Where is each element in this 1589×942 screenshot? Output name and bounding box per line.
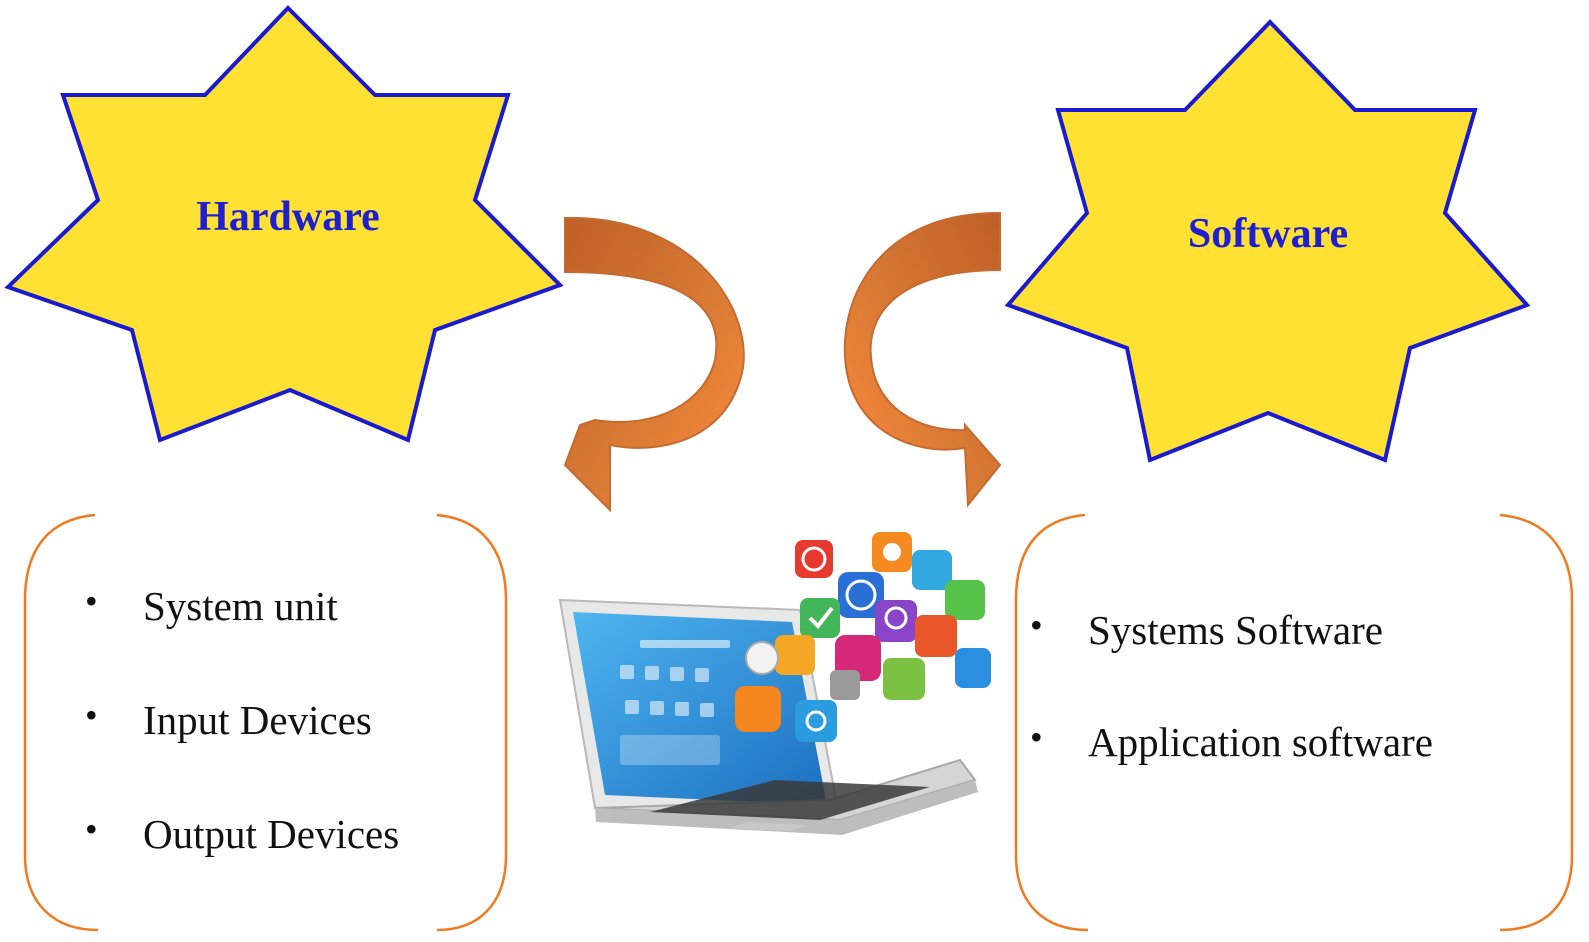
apps-cloud-icon: [735, 532, 991, 742]
list-item: • System unit: [85, 581, 338, 630]
hardware-box: [23, 513, 508, 932]
list-item-label: Input Devices: [143, 697, 372, 743]
list-item-label: System unit: [143, 583, 338, 629]
list-item: • Systems Software: [1030, 605, 1383, 654]
bullet-icon: •: [1030, 605, 1043, 645]
bullet-icon: •: [85, 695, 98, 735]
bullet-icon: •: [85, 581, 98, 621]
bullet-icon: •: [1030, 717, 1043, 757]
list-item: • Output Devices: [85, 809, 400, 858]
hardware-arrow: [563, 216, 745, 513]
hardware-title: Hardware: [196, 194, 380, 240]
software-arrow: [843, 211, 1002, 508]
bullet-icon: •: [85, 809, 98, 849]
hardware-star: [4, 5, 564, 443]
software-title: Software: [1187, 211, 1349, 257]
list-item: • Application software: [1030, 717, 1433, 766]
list-item: • Input Devices: [85, 695, 372, 744]
list-item-label: Output Devices: [143, 811, 400, 857]
list-item-label: Application software: [1088, 719, 1433, 765]
software-star: [1004, 19, 1531, 463]
list-item-label: Systems Software: [1088, 607, 1383, 653]
software-box: [1014, 513, 1574, 932]
